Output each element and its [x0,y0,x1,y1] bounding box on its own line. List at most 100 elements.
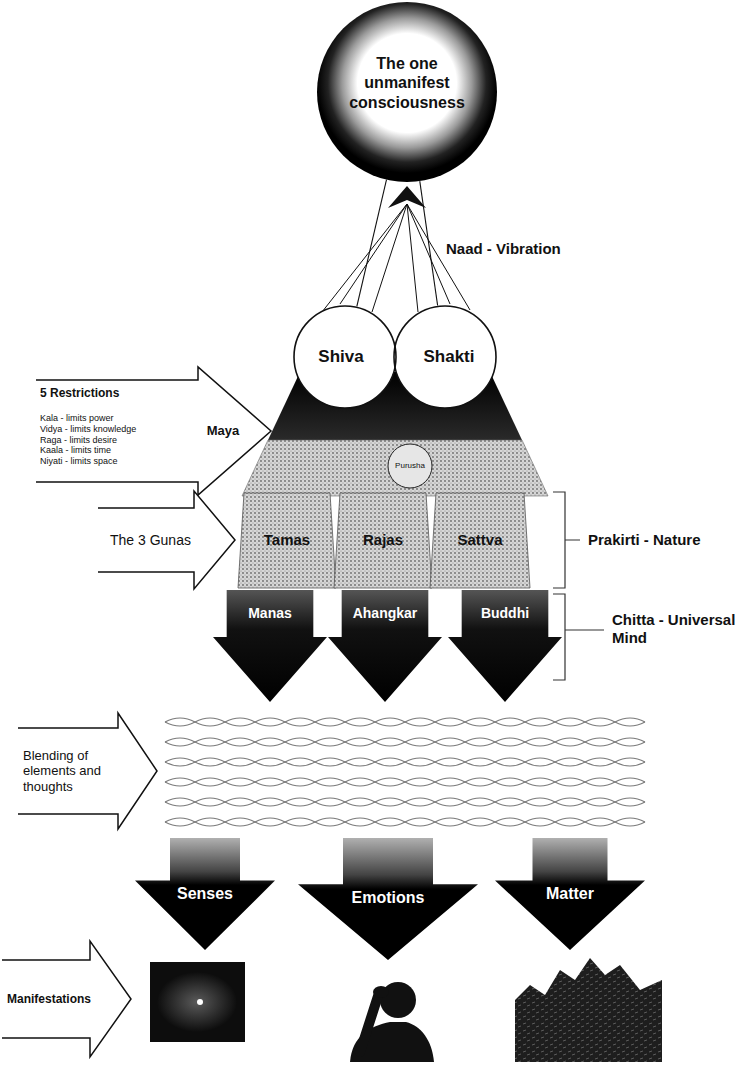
text-area: The one unmanifest consciousness [342,47,472,119]
node-shape [328,590,442,702]
chitta-label: Chitta - Universal Mind [612,611,736,647]
text-area: The 3 Gunas [110,510,220,570]
mind-arrow: Ahangkar [328,590,442,702]
guna-box: Sattva [430,492,530,588]
prakirti-bracket [553,492,580,588]
node-text: The 3 Gunas [110,532,191,549]
person-arm [360,996,378,1052]
blending-waves [165,718,645,826]
wave-line [165,738,645,746]
manifestations-callout: Manifestations [2,940,132,1058]
node-text: Manifestations [7,992,91,1006]
output-arrow: Emotions [298,838,478,960]
node-text: The one unmanifest consciousness [342,54,472,112]
text-area: Sattva [436,528,524,552]
text-area: Tamas [244,528,330,552]
restrictions-callout: 5 RestrictionsKala - limits powerVidya -… [36,366,272,496]
node-text: Kaala - limits time [40,445,111,456]
purusha-circle: Purusha [387,443,433,489]
wave-line [165,718,645,726]
wave-line [165,758,645,766]
node-text: Matter [546,884,594,903]
node-text: Ahangkar [353,605,418,622]
text-area: Emotions [338,887,438,909]
wave-line [165,818,645,826]
chitta-bracket [553,594,604,680]
matter-rock-picture [515,958,662,1062]
node-shape [18,713,157,829]
text-area: 5 Restrictions [40,385,196,402]
ray-line [407,204,450,304]
shiva-circle: Shiva [293,305,397,409]
naad-rays [322,204,470,312]
eye-frame [150,962,245,1042]
vibration-label: Naad - Vibration [446,240,616,258]
node-text: Niyati - limits space [40,456,118,467]
node-shape [135,838,275,950]
node-shape [394,306,496,408]
wave-line [165,738,645,746]
node-text: Rajas [363,531,403,549]
node-text: Blending of elements and thoughts [23,748,117,795]
node-text: 5 Restrictions [40,386,119,400]
prakirti-label: Prakirti - Nature [588,531,748,549]
eye-picture [150,962,245,1042]
node-text: Shakti [423,347,474,367]
node-shape [430,493,530,588]
maya-band [242,440,548,496]
eye-glow [157,972,237,1032]
wave-line [165,818,645,826]
node-outline [317,2,497,182]
text-area: Purusha [389,458,431,474]
guna-box: Tamas [238,492,336,588]
node-text: Manas [248,605,292,622]
node-shape [2,941,131,1057]
guna-box: Rajas [334,492,432,588]
node-shape [98,491,235,589]
node-shape [294,306,396,408]
node-text: Purusha [395,461,425,471]
thinking-person-picture [350,982,434,1062]
vibration-arrowhead [388,186,426,208]
text-area: Shiva [299,345,383,369]
text-area: Buddhi [464,600,546,626]
node-text: Vidya - limits knowledge [40,424,136,435]
node-text: Raga - limits desire [40,435,117,446]
consciousness-circle: The one unmanifest consciousness [317,2,497,182]
shakti-circle: Shakti [393,305,497,409]
person-hand [373,986,389,998]
text-area: Rajas [340,528,426,552]
node-shape [36,367,271,495]
blending-callout: Blending of elements and thoughts [18,712,158,830]
text-area: Manifestations [7,962,107,1036]
wave-line [165,718,645,726]
wave-line [165,758,645,766]
node-shape [334,493,432,588]
node-shape [448,590,562,702]
text-area: Shakti [407,345,491,369]
text-area: Matter [525,883,615,905]
mind-arrow: Manas [213,590,327,702]
text-area: Manas [229,600,311,626]
node-text: Buddhi [481,605,529,622]
node-shape [317,2,497,182]
gunas-callout: The 3 Gunas [98,490,236,590]
node-text: Tamas [264,531,310,549]
node-text: Shiva [318,347,363,367]
connector-line [420,181,438,305]
mind-arrow: Buddhi [448,590,562,702]
eye-pupil-light [197,999,203,1005]
circle-ground [394,306,496,408]
output-arrow: Matter [495,838,645,950]
node-text: Maya [207,423,240,439]
text-area: Maya [200,420,246,442]
connector-line [357,180,387,307]
ray-line [322,204,407,312]
wave-line [165,778,645,786]
node-text: Kala - limits power [40,413,114,424]
text-area: Kala - limits powerVidya - limits knowle… [40,404,196,476]
node-text: Emotions [352,888,425,907]
wave-line [165,778,645,786]
node-shape [238,493,336,588]
text-area: Blending of elements and thoughts [23,732,117,810]
